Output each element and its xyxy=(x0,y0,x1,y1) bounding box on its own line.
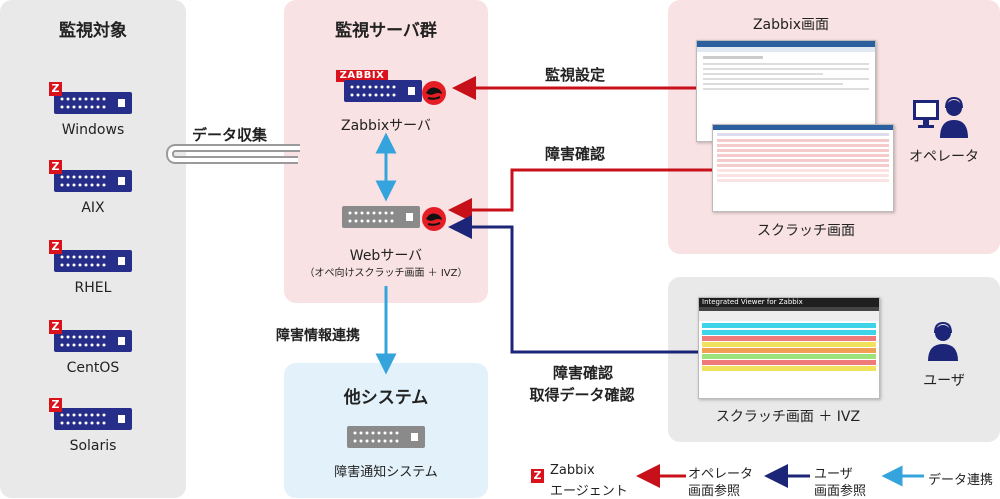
arrow-fault-check xyxy=(448,168,712,222)
legend-user-line1: ユーザ xyxy=(814,467,853,482)
host-label: Solaris xyxy=(69,438,117,454)
web-server-body xyxy=(342,206,420,228)
web-server-label: Webサーバ xyxy=(349,248,423,264)
host-server xyxy=(54,92,132,118)
fault-info-link-label: 障害情報連携 xyxy=(276,328,360,344)
redhat-icon xyxy=(422,207,446,231)
zabbix-screen-label: Zabbix画面 xyxy=(752,17,830,33)
fault-check-label: 障害確認 xyxy=(545,145,606,163)
zabbix-agent-badge: Z xyxy=(49,160,62,174)
user-role-label: ユーザ xyxy=(923,373,965,389)
operator-icon xyxy=(913,96,968,138)
operator-role-label: オペレータ xyxy=(909,149,979,165)
notify-system-server xyxy=(347,426,425,448)
zabbix-logo: ZABBIX xyxy=(336,70,388,82)
user-data-check-label: 取得データ確認 xyxy=(529,386,635,404)
zabbix-agent-badge: Z xyxy=(49,82,62,96)
host-label: CentOS xyxy=(66,360,120,376)
data-collection-arrow xyxy=(165,144,300,164)
zabbix-server: ZABBIX xyxy=(336,70,456,110)
host-server xyxy=(54,330,132,356)
notify-system-label: 障害通知システム xyxy=(334,465,438,480)
host-label: Windows xyxy=(61,122,125,138)
web-server xyxy=(342,206,462,236)
redhat-icon xyxy=(422,81,446,105)
ivz-caption: スクラッチ画面 ＋ IVZ xyxy=(715,409,861,425)
host-server xyxy=(54,170,132,196)
ivz-screen-thumbnail: Integrated Viewer for Zabbix xyxy=(698,297,880,399)
legend-operator-line1: オペレータ xyxy=(688,467,754,482)
web-server-sublabel: （オペ向けスクラッチ画面 ＋ IVZ） xyxy=(304,268,468,279)
legend-agent-badge: Z xyxy=(531,469,544,483)
legend-agent-line2: エージェント xyxy=(550,484,628,499)
zabbix-agent-badge: Z xyxy=(49,398,62,412)
arrow-user-check xyxy=(448,215,698,354)
host-label: AIX xyxy=(81,200,105,216)
scratch-screen-thumbnail xyxy=(712,124,894,212)
other-system-title: 他システム xyxy=(343,388,429,408)
legend-agent-line1: Zabbix xyxy=(550,463,595,478)
host-label: RHEL xyxy=(74,280,112,296)
monitored-title: 監視対象 xyxy=(59,21,127,41)
user-fault-check-label: 障害確認 xyxy=(552,364,613,382)
user-icon xyxy=(928,322,958,361)
zabbix-server-label: Zabbixサーバ xyxy=(341,118,431,134)
zabbix-agent-badge: Z xyxy=(49,240,62,254)
host-server xyxy=(54,408,132,434)
legend-user-line2: 画面参照 xyxy=(814,484,867,499)
ivz-header: Integrated Viewer for Zabbix xyxy=(699,298,879,307)
server-group-title: 監視サーバ群 xyxy=(335,21,437,41)
legend-data-link: データ連携 xyxy=(928,473,994,488)
zabbix-server-body xyxy=(344,80,422,102)
data-collection-label: データ収集 xyxy=(192,126,268,144)
legend-operator-line2: 画面参照 xyxy=(688,484,741,499)
host-server xyxy=(54,250,132,276)
monitor-setting-label: 監視設定 xyxy=(545,66,606,84)
zabbix-agent-badge: Z xyxy=(49,320,62,334)
scratch-screen-label: スクラッチ画面 xyxy=(757,223,855,239)
